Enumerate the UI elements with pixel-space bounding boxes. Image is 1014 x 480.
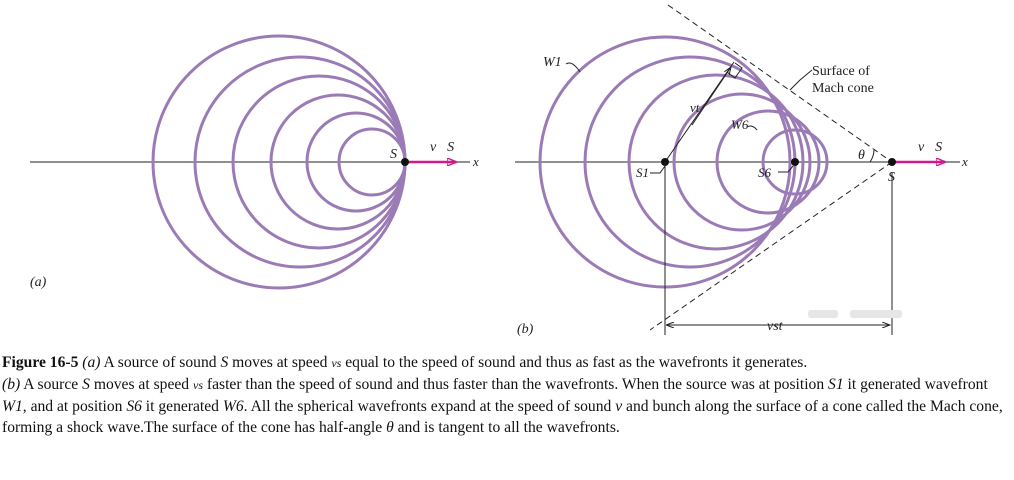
caption-figure-number: Figure 16-5 — [2, 354, 79, 371]
surface-leader — [789, 69, 813, 91]
panel-a: S v⃗S x (a) — [30, 34, 479, 290]
figure-16-5: S v⃗S x (a) — [30, 4, 968, 337]
panel-b-source-label: S — [888, 170, 895, 185]
theta-arc — [869, 149, 875, 163]
caption-w6: W6 — [222, 398, 244, 415]
s1-label: S1 — [636, 165, 649, 180]
caption-text-b6: it generated — [141, 398, 223, 415]
panel-b-axis-label: x — [961, 154, 968, 169]
caption-text-b9: and is tangent to all the wavefronts. — [393, 419, 620, 436]
watermark-smudge-2 — [850, 310, 902, 318]
s1-leader — [650, 165, 666, 174]
mach-cone-upper-line — [667, 4, 893, 163]
s6-leader — [778, 165, 794, 173]
panel-a-label: (a) — [30, 275, 47, 290]
mach-cone-lower-line — [649, 161, 893, 331]
caption-v: v — [615, 398, 623, 415]
panel-b-label: (b) — [517, 322, 534, 337]
right-angle-mark — [726, 62, 743, 79]
watermark-smudge-1 — [808, 310, 838, 318]
figure-caption: Figure 16-5 (a) A source of sound S move… — [2, 352, 1008, 438]
w1-leader — [565, 62, 581, 73]
caption-w1: W1 — [2, 398, 23, 415]
mach-cone-label-line2: Mach cone — [812, 81, 874, 96]
caption-text-b3: faster than the speed of sound and thus … — [203, 376, 829, 393]
caption-theta: θ — [386, 419, 394, 436]
panel-b-velocity-label: v⃗S — [918, 140, 942, 155]
caption-text-b4: it generated wavefront — [843, 376, 988, 393]
theta-label: θ — [858, 148, 865, 163]
source-s6-dot — [791, 158, 799, 166]
s6-label: S6 — [758, 165, 772, 180]
caption-text-a2: moves at speed — [228, 354, 332, 371]
wavefront-w3 — [627, 73, 805, 251]
wavefront-w6 — [761, 128, 829, 196]
vt-radius-line — [664, 61, 735, 163]
caption-s6: S6 — [126, 398, 142, 415]
caption-s1: S1 — [828, 376, 844, 393]
vst-label: vst — [767, 319, 784, 334]
caption-s-a: S — [220, 354, 229, 371]
caption-text-a3: equal to the speed of sound and thus as … — [341, 354, 808, 371]
caption-text-b5: , and at position — [22, 398, 127, 415]
vt-radius-arrow — [691, 67, 731, 126]
caption-vs-b: vs — [193, 378, 203, 392]
panel-a-source-label: S — [390, 147, 397, 162]
panel-a-axis-label: x — [472, 154, 479, 169]
caption-text-a1: A source of sound — [100, 354, 221, 371]
caption-text-b1: A source — [20, 376, 83, 393]
w1-label: W1 — [543, 55, 562, 70]
vt-label: vt — [690, 100, 700, 115]
panel-a-source-dot — [401, 158, 409, 166]
wavefront-w4 — [672, 92, 812, 232]
caption-part-a: (a) — [82, 354, 101, 371]
caption-text-b7: . All the spherical wavefronts expand at… — [243, 398, 616, 415]
caption-s-b: S — [82, 376, 90, 393]
w6-label: W6 — [731, 117, 749, 132]
caption-text-b8: and bunch along the surface of a cone ca… — [2, 398, 1003, 436]
caption-vs-a: vs — [331, 356, 342, 370]
panel-b: W1 vt W6 S1 S6 θ S v⃗S x vst (b) Surface… — [515, 4, 968, 337]
mach-cone-label-line1: Surface of — [812, 64, 870, 79]
caption-part-b: (b) — [2, 376, 21, 393]
wavefront-w5 — [715, 109, 821, 215]
panel-a-velocity-label: v⃗S — [430, 140, 454, 155]
caption-text-b2: moves at speed — [89, 376, 193, 393]
w6-leader — [746, 125, 758, 131]
source-s-dot — [888, 158, 896, 166]
